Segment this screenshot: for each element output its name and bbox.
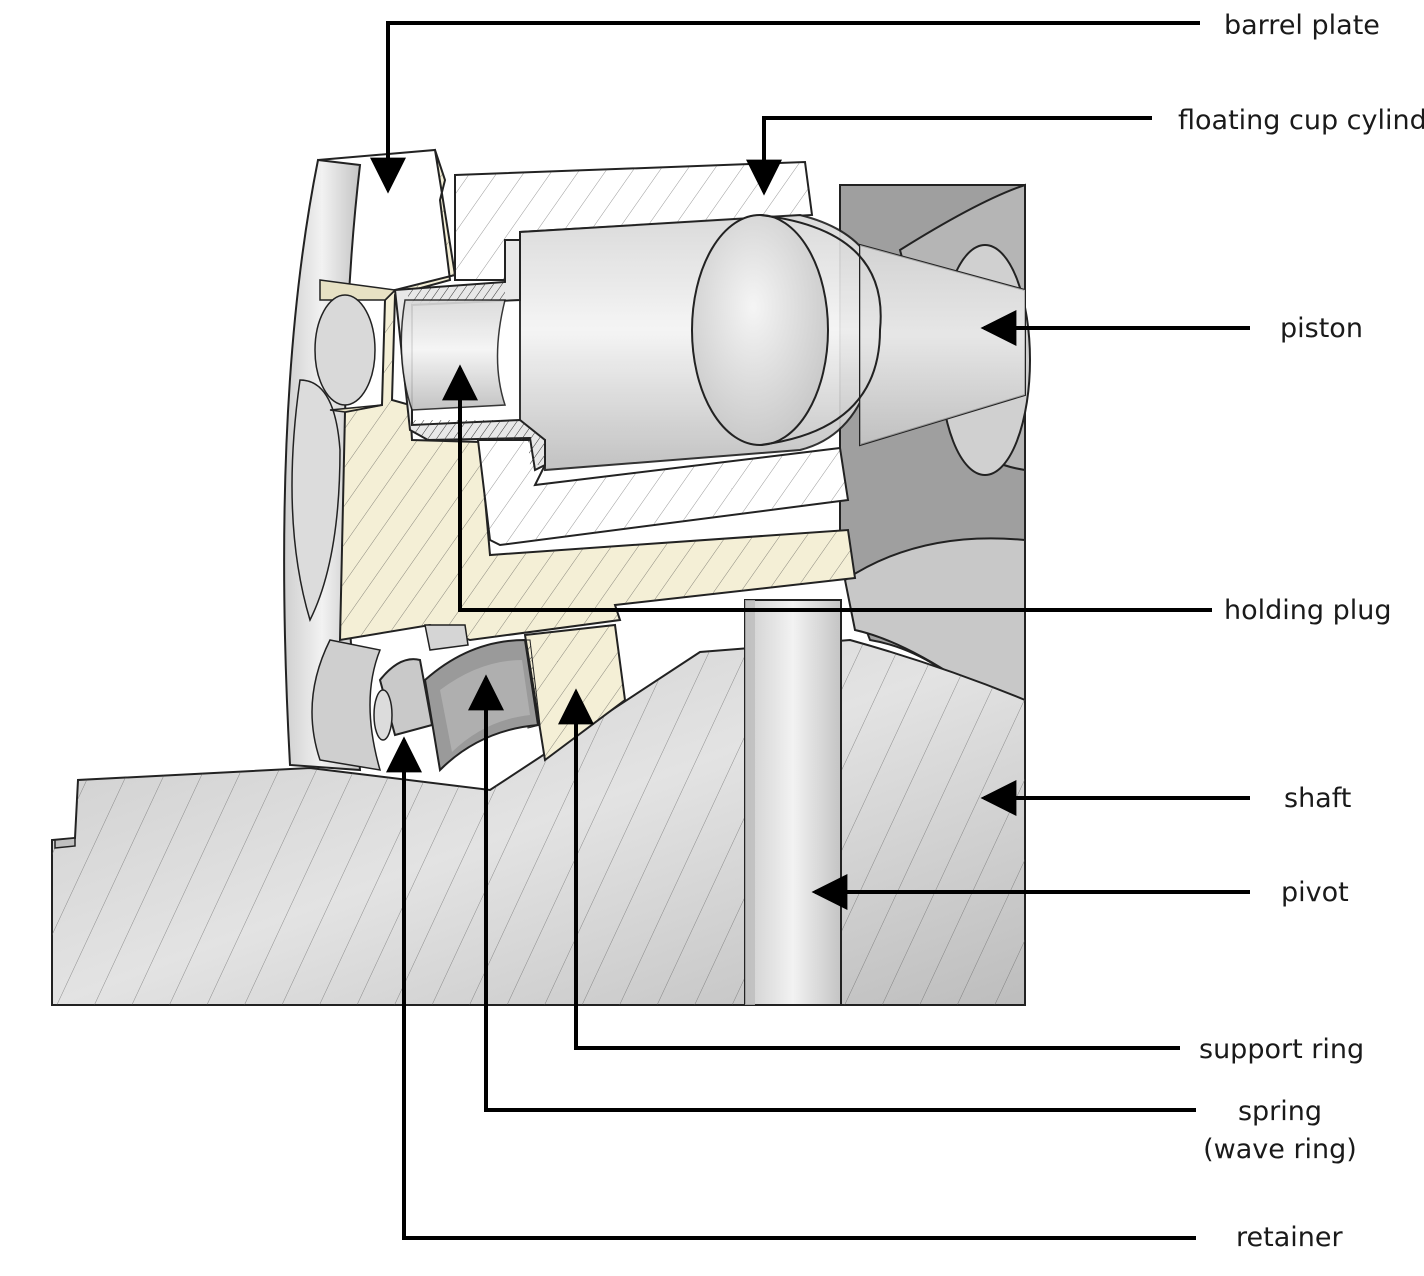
leader-spring [468, 674, 1196, 1112]
leader-lines [370, 21, 1250, 1240]
pivot [744, 599, 842, 1006]
label-spring-line2: (wave ring) [1203, 1134, 1357, 1165]
label-piston: piston [1280, 313, 1363, 344]
spring-wave-ring [423, 638, 540, 773]
label-holding-plug: holding plug [1224, 595, 1392, 626]
leader-retainer [386, 736, 1196, 1240]
label-pivot: pivot [1281, 877, 1349, 908]
label-support-ring: support ring [1199, 1034, 1365, 1065]
label-spring-line1: spring [1237, 1096, 1323, 1127]
floating-cup-cylinder [454, 160, 850, 547]
label-retainer: retainer [1236, 1222, 1343, 1253]
leader-support-ring [558, 688, 1180, 1050]
label-barrel-plate: barrel plate [1224, 10, 1380, 41]
label-spring: spring (wave ring) [1200, 1093, 1360, 1169]
holding-plug [393, 239, 546, 472]
label-floating-cup-cylinder: floating cup cylind [1178, 105, 1424, 136]
leader-barrel-plate [370, 21, 1200, 194]
leader-holding-plug [442, 364, 1212, 612]
label-shaft: shaft [1284, 783, 1352, 814]
piston-assembly [519, 213, 1026, 472]
leader-floating-cup-cylinder [746, 116, 1152, 196]
barrel-plate-section [314, 148, 857, 642]
retainer [373, 624, 469, 741]
